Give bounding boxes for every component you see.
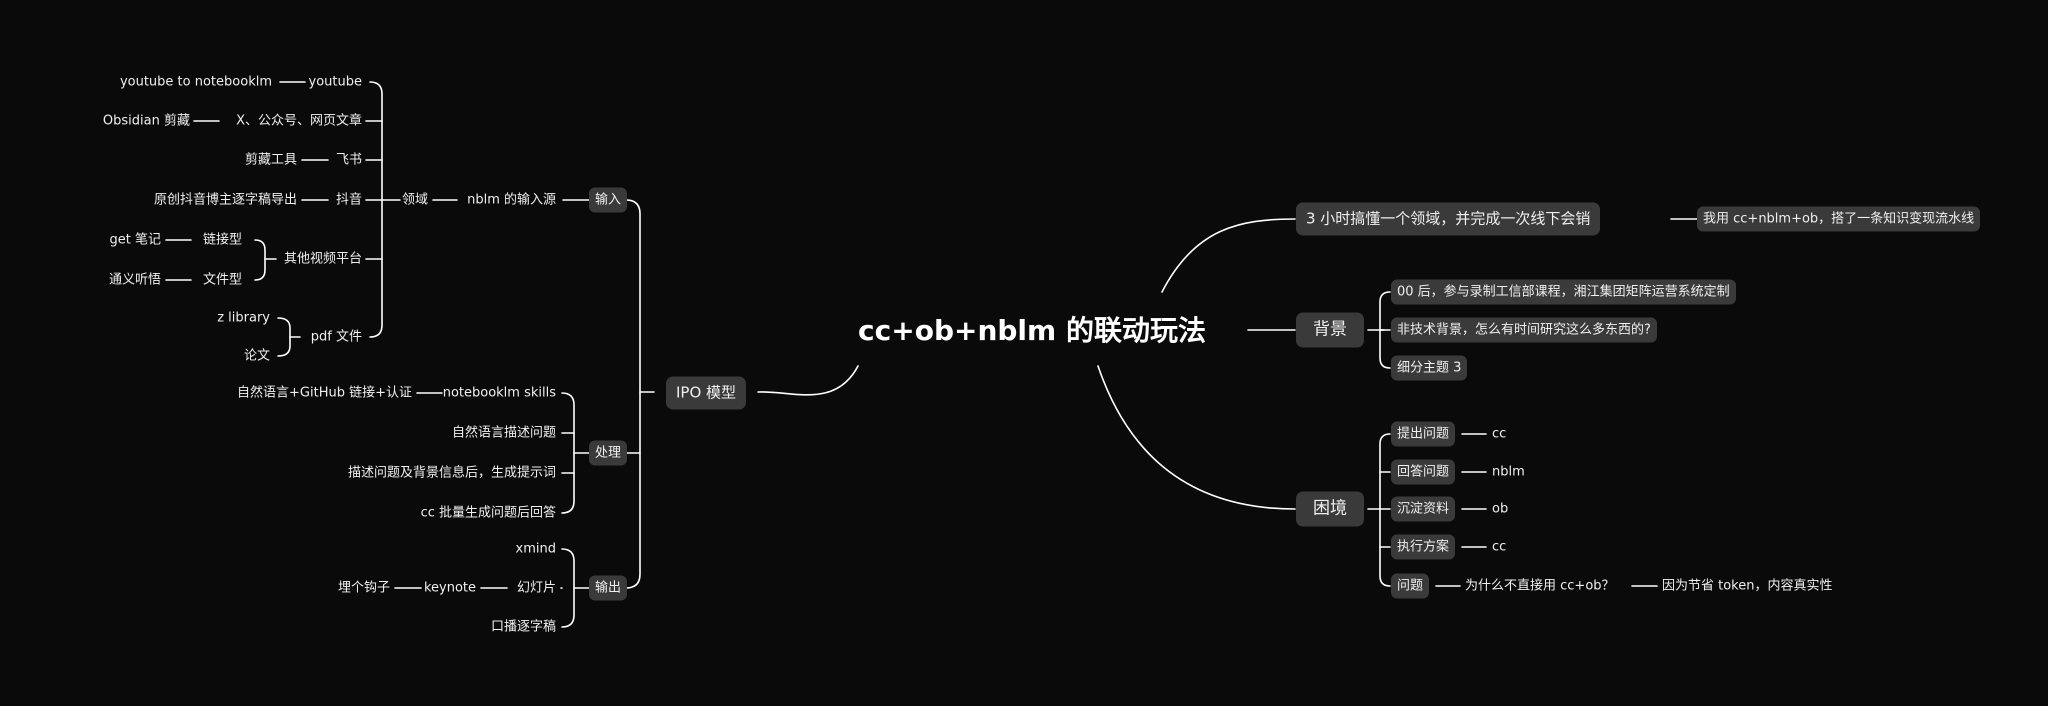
file-type-node[interactable]: 文件型: [202, 272, 242, 288]
douyin-node[interactable]: 抖音: [335, 192, 362, 208]
notebooklm-skills-node[interactable]: notebooklm skills: [442, 385, 556, 401]
x-articles-node[interactable]: X、公众号、网页文章: [236, 113, 362, 129]
answer-question-tool[interactable]: nblm: [1492, 464, 1525, 480]
skills-detail-node[interactable]: 自然语言+GitHub 链接+认证: [237, 385, 412, 401]
other-video-node[interactable]: 其他视频平台: [283, 251, 362, 267]
link-type-node[interactable]: 链接型: [202, 232, 242, 248]
execute-plan-tool[interactable]: cc: [1492, 539, 1507, 555]
keynote-node[interactable]: keynote: [423, 580, 476, 596]
hook-node[interactable]: 埋个钩子: [337, 580, 390, 596]
background-node[interactable]: 背景: [1296, 312, 1364, 348]
background-item[interactable]: 细分主题 3: [1391, 355, 1468, 381]
slides-node[interactable]: 幻灯片: [516, 580, 556, 596]
feishu-node[interactable]: 飞书: [335, 152, 362, 168]
papers-node[interactable]: 论文: [243, 348, 270, 364]
get-notes-node[interactable]: get 笔记: [109, 232, 161, 248]
douyin-export-node[interactable]: 原创抖音博主逐字稿导出: [153, 192, 297, 208]
describe-question-node[interactable]: 自然语言描述问题: [451, 425, 556, 441]
clip-tool-node[interactable]: 剪藏工具: [244, 152, 297, 168]
youtube-node[interactable]: youtube: [308, 74, 362, 90]
ask-question-node[interactable]: 提出问题: [1391, 421, 1456, 447]
background-item[interactable]: 非技术背景，怎么有时间研究这么多东西的?: [1391, 317, 1657, 343]
nblm-source-node[interactable]: nblm 的输入源: [467, 192, 556, 208]
background-item[interactable]: 00 后，参与录制工信部课程，湘江集团矩阵运营系统定制: [1391, 279, 1736, 305]
question-node[interactable]: 问题: [1391, 573, 1430, 599]
output-node[interactable]: 输出: [588, 575, 627, 601]
ipo-model-node[interactable]: IPO 模型: [665, 376, 747, 410]
tongyi-node[interactable]: 通义听悟: [108, 272, 161, 288]
answer-text[interactable]: 因为节省 token，内容真实性: [1662, 578, 1833, 594]
execute-plan-node[interactable]: 执行方案: [1391, 534, 1456, 560]
batch-answer-node[interactable]: cc 批量生成问题后回答: [420, 505, 556, 521]
dilemma-node[interactable]: 困境: [1296, 491, 1364, 527]
xmind-node[interactable]: xmind: [515, 541, 556, 557]
question-text[interactable]: 为什么不直接用 cc+ob？: [1465, 578, 1615, 594]
goal-node[interactable]: 3 小时搞懂一个领域，并完成一次线下会销: [1296, 202, 1601, 236]
ask-question-tool[interactable]: cc: [1492, 426, 1507, 442]
input-node[interactable]: 输入: [588, 187, 627, 213]
process-node[interactable]: 处理: [588, 440, 627, 466]
root-topic[interactable]: cc+ob+nblm 的联动玩法: [858, 314, 1206, 347]
zlibrary-node[interactable]: z library: [217, 310, 270, 326]
generate-prompt-node[interactable]: 描述问题及背景信息后，生成提示词: [347, 465, 556, 481]
obsidian-clipper-node[interactable]: Obsidian 剪藏: [102, 113, 190, 129]
store-material-node[interactable]: 沉淀资料: [1391, 496, 1456, 522]
voiceover-script-node[interactable]: 口播逐字稿: [490, 619, 556, 635]
answer-question-node[interactable]: 回答问题: [1391, 459, 1456, 485]
store-material-tool[interactable]: ob: [1492, 501, 1509, 517]
pdf-node[interactable]: pdf 文件: [310, 329, 362, 345]
goal-detail-node[interactable]: 我用 cc+nblm+ob，搭了一条知识变现流水线: [1697, 206, 1981, 232]
domain-node[interactable]: 领域: [401, 192, 428, 208]
youtube-tool-node[interactable]: youtube to notebooklm: [119, 74, 272, 90]
